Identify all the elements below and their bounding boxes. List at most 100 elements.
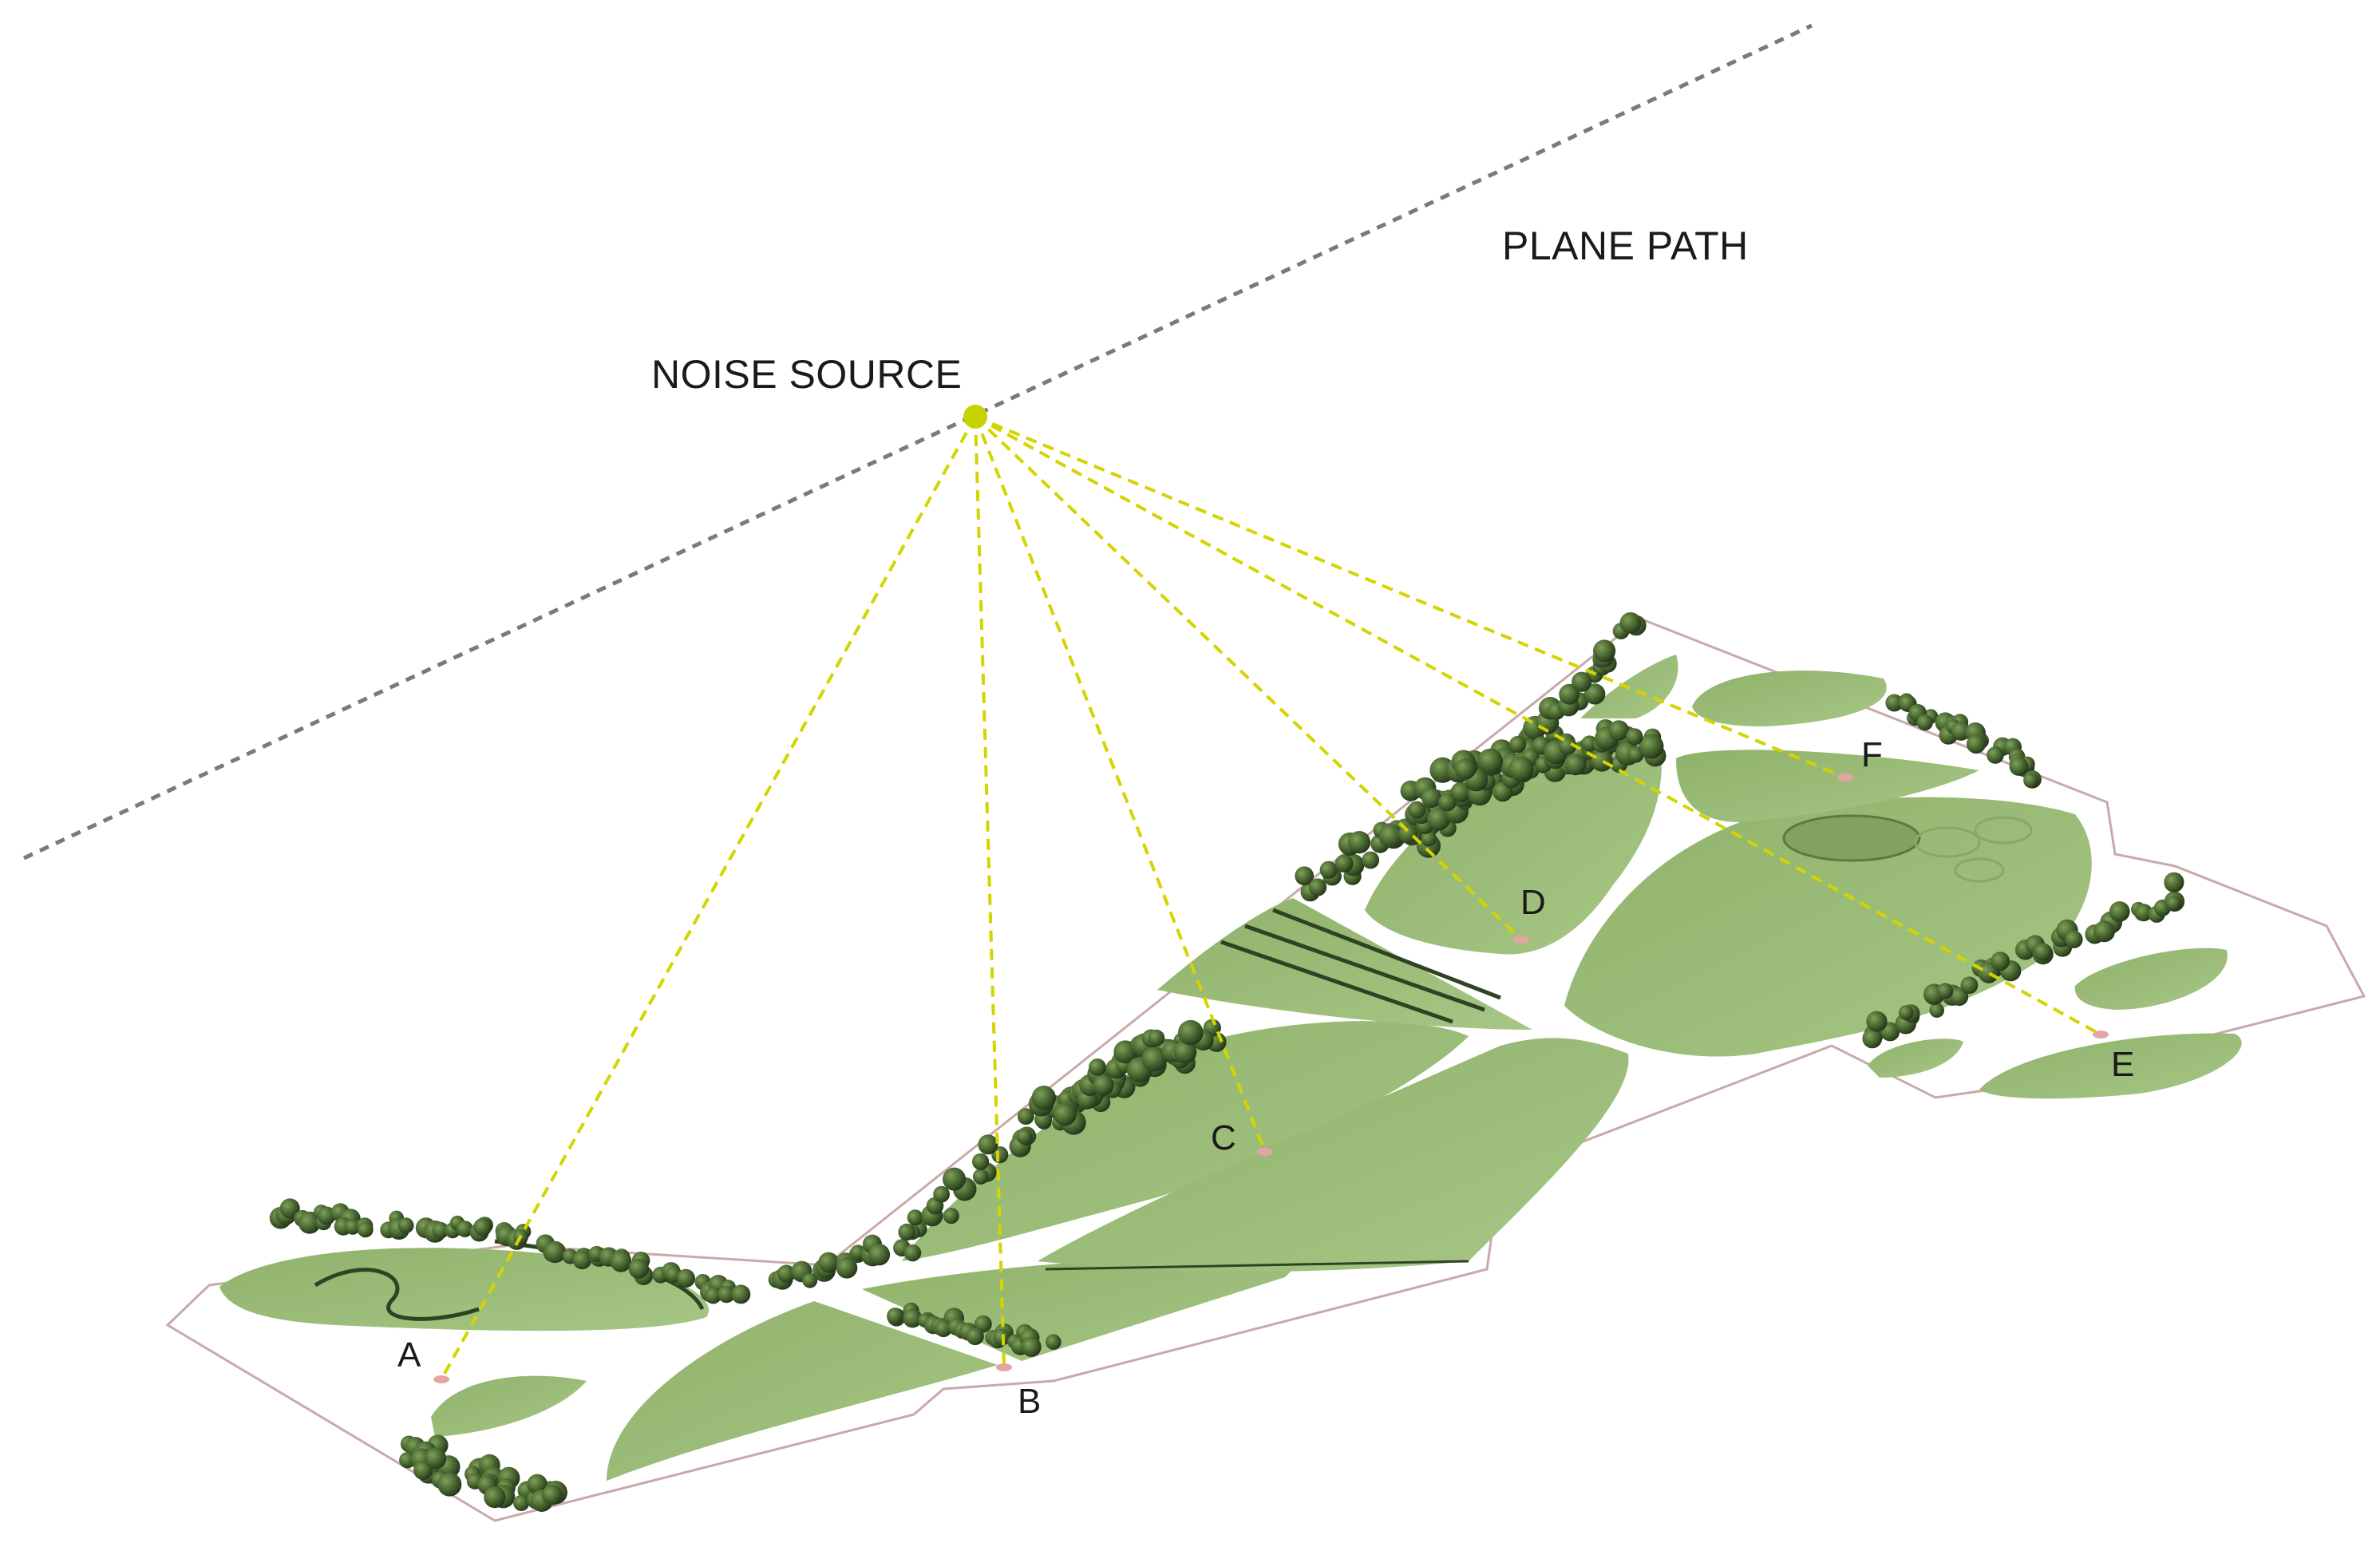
tree — [542, 1485, 563, 1505]
tree — [1639, 734, 1664, 759]
tree — [777, 1264, 796, 1284]
tree — [1937, 983, 1954, 999]
tree — [1593, 639, 1616, 663]
tree — [1016, 1128, 1033, 1145]
tree — [1987, 746, 2004, 764]
tree — [718, 1285, 735, 1304]
tree — [1420, 830, 1437, 847]
tree — [432, 1221, 449, 1239]
tree — [1017, 1108, 1034, 1125]
tree — [903, 1244, 922, 1262]
ray-to-receiver-c — [974, 416, 1267, 1153]
tree — [1591, 750, 1613, 772]
tree — [544, 1240, 567, 1264]
tree — [2023, 773, 2039, 789]
tree — [676, 1268, 696, 1288]
tree — [437, 1472, 462, 1497]
tree — [2164, 872, 2184, 892]
pond-shapes — [1782, 814, 2033, 883]
tree — [907, 1209, 923, 1226]
tree — [357, 1221, 374, 1238]
ray-to-receiver-e — [975, 415, 2101, 1036]
tree — [473, 1217, 492, 1236]
receiver-point-c — [1257, 1148, 1273, 1156]
lawn-west — [219, 1248, 710, 1331]
tree — [933, 1185, 950, 1203]
tree — [943, 1208, 959, 1225]
tree — [731, 1284, 751, 1304]
tree — [1148, 1029, 1165, 1046]
tree — [1916, 714, 1933, 731]
tree — [903, 1308, 923, 1328]
lawn-round-east — [2074, 948, 2228, 1010]
tree — [1093, 1074, 1114, 1096]
tree — [1564, 754, 1587, 776]
tree — [818, 1252, 840, 1273]
tree — [2065, 930, 2083, 948]
tree — [898, 1223, 915, 1241]
tree — [2166, 896, 2182, 911]
tree — [1966, 734, 1987, 754]
tree — [1438, 793, 1457, 812]
ray-to-receiver-b — [974, 416, 1006, 1368]
lawn-south — [607, 1301, 998, 1481]
tree — [1046, 1334, 1062, 1350]
tree — [1362, 851, 1380, 869]
tree — [298, 1211, 321, 1234]
tree — [1408, 801, 1426, 819]
tree — [1141, 1046, 1167, 1072]
tree — [1421, 788, 1441, 808]
receiver-label-e: E — [2111, 1045, 2134, 1084]
tree — [628, 1258, 649, 1280]
tree — [978, 1134, 998, 1155]
tree — [836, 1257, 858, 1279]
tree — [1334, 854, 1354, 873]
tree — [1581, 735, 1598, 752]
receiver-label-a: A — [397, 1335, 421, 1375]
tree — [2109, 901, 2130, 922]
tree — [1991, 952, 2010, 971]
tree — [1454, 758, 1477, 780]
tree — [705, 1287, 722, 1304]
tree — [1559, 737, 1577, 755]
park-lawns — [219, 655, 2242, 1481]
tree — [1950, 987, 1969, 1007]
tree — [1584, 683, 1606, 705]
lawn-central-south — [1038, 1038, 1629, 1272]
receiver-label-b: B — [1018, 1382, 1041, 1421]
receiver-point-e — [2093, 1031, 2109, 1039]
tree — [1508, 756, 1534, 782]
lawn-oval-south-east — [1868, 1039, 1963, 1078]
tree — [484, 1486, 506, 1509]
tree — [1899, 1005, 1914, 1020]
tree — [935, 1319, 952, 1338]
tree — [972, 1153, 990, 1170]
lawn-small-south-west — [431, 1375, 587, 1437]
tree — [1929, 1003, 1944, 1018]
tree — [868, 1244, 891, 1266]
tree — [425, 1447, 447, 1470]
lawn-details — [314, 908, 1501, 1321]
tree — [2034, 943, 2052, 961]
noise-source-point — [963, 405, 987, 429]
tree — [966, 1327, 984, 1346]
receiver-label-f: F — [1861, 735, 1883, 774]
noise-rays — [440, 415, 2101, 1380]
tree — [1031, 1086, 1057, 1110]
tree — [1862, 1028, 1883, 1049]
receiver-point-d — [1513, 936, 1529, 944]
tree — [456, 1221, 473, 1237]
plane-path-label: PLANE PATH — [1502, 224, 1749, 268]
tree — [345, 1218, 361, 1235]
lawn-north-east — [1692, 671, 1887, 726]
tree — [1378, 824, 1403, 849]
receiver-label-c: C — [1211, 1118, 1236, 1157]
tree — [1089, 1058, 1106, 1076]
tree — [397, 1217, 414, 1233]
tree — [279, 1198, 300, 1219]
tree — [802, 1272, 818, 1288]
tree — [1295, 866, 1315, 886]
tree — [1885, 694, 1904, 712]
tree — [1398, 824, 1418, 844]
